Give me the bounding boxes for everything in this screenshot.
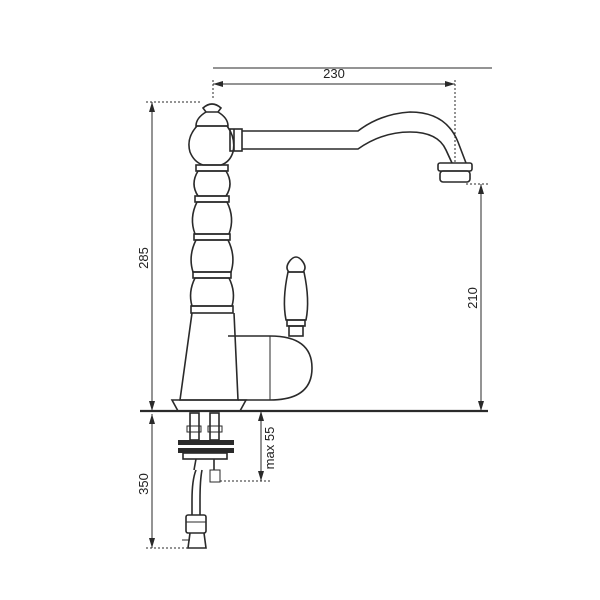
- dimension-label-total-height: 285: [136, 247, 151, 269]
- fixing-assembly: [178, 412, 234, 549]
- dimension-deck-thickness: max 55: [220, 411, 277, 482]
- dimension-label-deck-thickness: max 55: [262, 427, 277, 470]
- dimension-label-hose-length: 350: [136, 473, 151, 495]
- dimension-hose-length: 350: [136, 414, 190, 549]
- dimension-label-spout-reach: 230: [323, 66, 345, 81]
- lever-handle: [283, 256, 309, 337]
- faucet-spout: [229, 111, 473, 183]
- dimension-spout-reach: 230: [212, 66, 492, 163]
- faucet-body: [170, 103, 313, 412]
- dimension-spout-height: 210: [465, 183, 490, 411]
- dimension-total-height: 285: [136, 101, 200, 411]
- dimension-label-spout-height: 210: [465, 287, 480, 309]
